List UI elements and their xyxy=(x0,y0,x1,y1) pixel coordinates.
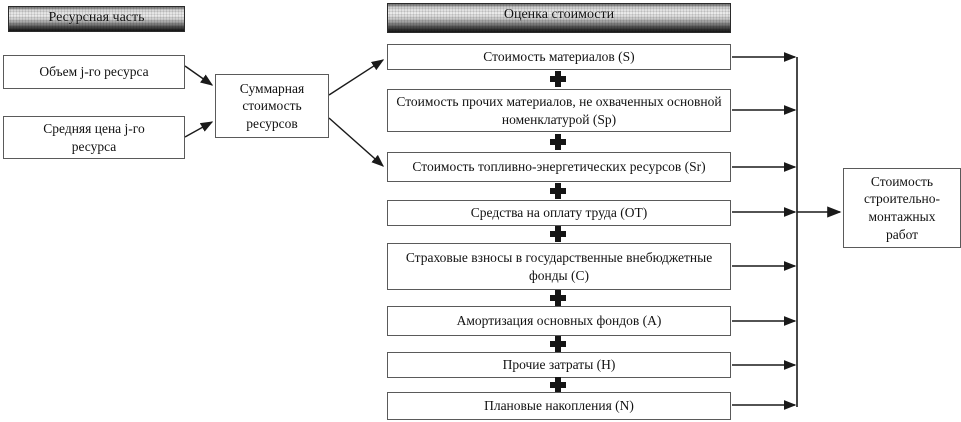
labor-payment-box: Средства на оплату труда (ОТ) xyxy=(387,200,731,226)
estimate-section-header: Оценка стоимости xyxy=(387,3,731,33)
other-expenses-box: Прочие затраты (Н) xyxy=(387,352,731,378)
plus-icon xyxy=(550,377,566,393)
plus-icon xyxy=(550,71,566,87)
resource-section-header: Ресурсная часть xyxy=(8,6,185,32)
planned-savings-box: Плановые накопления (N) xyxy=(387,392,731,420)
average-price-label: Средняя цена j-го ресурса xyxy=(43,120,145,154)
total-resource-cost-box: Суммарная стоимость ресурсов xyxy=(215,74,329,138)
materials-cost-box: Стоимость материалов (S) xyxy=(387,44,731,70)
plus-icon xyxy=(550,290,566,306)
insurance-contributions-box: Страховые взносы в государственные внебю… xyxy=(387,243,731,290)
plus-icon xyxy=(550,134,566,150)
construction-works-cost-box: Стоимость строительно-монтажных работ xyxy=(843,168,961,248)
plus-icon xyxy=(550,183,566,199)
other-materials-cost-box: Стоимость прочих материалов, не охваченн… xyxy=(387,89,731,132)
volume-of-resource-box: Объем j-го ресурса xyxy=(3,55,185,89)
total-resource-cost-label: Суммарная стоимость ресурсов xyxy=(239,80,305,131)
construction-works-cost-label: Стоимость строительно-монтажных работ xyxy=(863,173,941,242)
depreciation-box: Амортизация основных фондов (А) xyxy=(387,306,731,336)
fuel-energy-cost-box: Стоимость топливно-энергетических ресурс… xyxy=(387,152,731,182)
plus-icon xyxy=(550,226,566,242)
plus-icon xyxy=(550,336,566,352)
average-price-box: Средняя цена j-го ресурса xyxy=(3,116,185,159)
